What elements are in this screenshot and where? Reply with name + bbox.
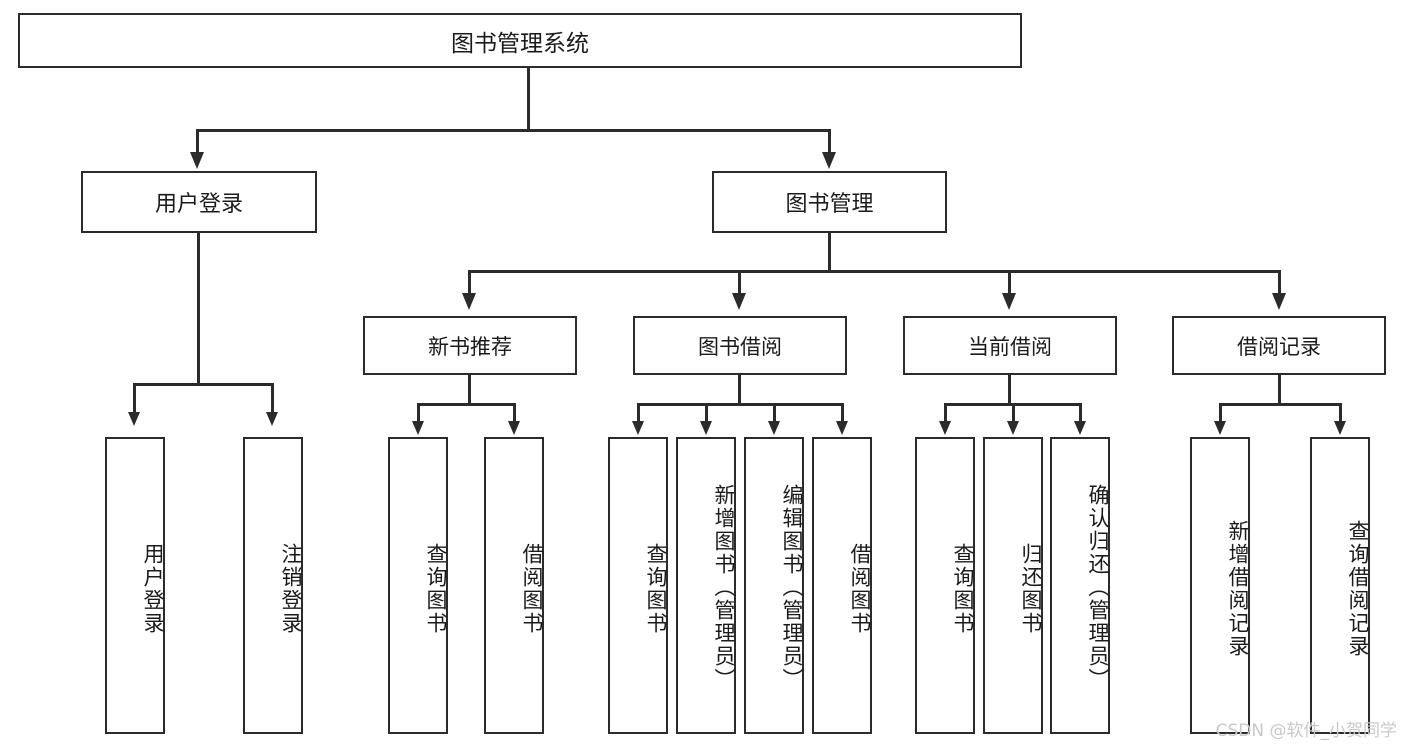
node-leaf-query-book-3[interactable]: 查询图书	[915, 437, 975, 734]
connector-new-book-recommend-trunk	[468, 375, 471, 405]
node-leaf-edit-book-label: 编辑图书（管理员）	[780, 484, 804, 691]
node-leaf-borrow-book-2[interactable]: 借阅图书	[812, 437, 872, 734]
arrowhead-leaf-query-record	[1334, 421, 1346, 435]
connector-root-to-book-manage	[828, 129, 831, 155]
node-user-login[interactable]: 用户登录	[81, 171, 317, 233]
node-leaf-edit-book[interactable]: 编辑图书（管理员）	[744, 437, 804, 734]
node-leaf-borrow-book-1[interactable]: 借阅图书	[484, 437, 544, 734]
node-leaf-add-record[interactable]: 新增借阅记录	[1190, 437, 1250, 734]
arrowhead-leaf-user-login	[128, 412, 140, 426]
node-leaf-return-book[interactable]: 归还图书	[983, 437, 1043, 734]
connector-to-new-book-recommend	[468, 270, 471, 296]
arrowhead-book-borrow	[732, 293, 746, 310]
node-leaf-add-book[interactable]: 新增图书（管理员）	[676, 437, 736, 734]
node-leaf-user-logout[interactable]: 注销登录	[243, 437, 303, 734]
arrowhead-leaf-edit-book	[768, 421, 780, 435]
connector-new-book-recommend-bar	[417, 403, 515, 406]
connector-book-manage-trunk	[828, 233, 831, 272]
connector-root-to-user-login	[196, 129, 199, 155]
arrowhead-leaf-borrow-book-2	[836, 421, 848, 435]
node-book-manage[interactable]: 图书管理	[712, 171, 947, 233]
arrowhead-borrow-record	[1272, 293, 1286, 310]
node-current-borrow-label: 当前借阅	[968, 334, 1052, 359]
node-book-borrow-label: 图书借阅	[698, 334, 782, 359]
arrowhead-leaf-query-book-1	[412, 421, 424, 435]
arrowhead-leaf-add-record	[1214, 421, 1226, 435]
connector-cb-child-3	[1079, 403, 1082, 423]
node-book-manage-label: 图书管理	[785, 192, 874, 217]
connector-bb-child-2	[705, 403, 708, 423]
node-leaf-query-book-2-label: 查询图书	[644, 542, 668, 635]
node-new-book-recommend-label: 新书推荐	[428, 334, 512, 359]
connector-to-borrow-record	[1278, 270, 1281, 296]
node-leaf-query-book-1-label: 查询图书	[424, 542, 448, 635]
connector-book-borrow-trunk	[738, 375, 741, 405]
connector-current-borrow-trunk	[1008, 375, 1011, 405]
node-leaf-query-record-label: 查询借阅记录	[1346, 519, 1370, 658]
connector-bb-child-4	[841, 403, 844, 423]
node-leaf-user-login[interactable]: 用户登录	[105, 437, 165, 734]
node-leaf-confirm-return[interactable]: 确认归还（管理员）	[1050, 437, 1110, 734]
node-leaf-query-book-3-label: 查询图书	[951, 542, 975, 635]
arrowhead-new-book-recommend	[462, 293, 476, 310]
node-leaf-query-book-2[interactable]: 查询图书	[608, 437, 668, 734]
arrowhead-leaf-borrow-book-1	[508, 421, 520, 435]
arrowhead-leaf-query-book-2	[632, 421, 644, 435]
connector-br-child-1	[1219, 403, 1222, 423]
node-leaf-query-record[interactable]: 查询借阅记录	[1310, 437, 1370, 734]
connector-nbr-child-2	[513, 403, 516, 423]
node-leaf-borrow-book-1-label: 借阅图书	[520, 542, 544, 635]
node-leaf-return-book-label: 归还图书	[1019, 542, 1043, 635]
node-leaf-borrow-book-2-label: 借阅图书	[848, 542, 872, 635]
arrowhead-current-borrow	[1002, 293, 1016, 310]
connector-user-login-left	[133, 383, 136, 414]
csdn-watermark: CSDN @软件_小贺同学	[1215, 721, 1397, 741]
node-borrow-record[interactable]: 借阅记录	[1172, 316, 1386, 375]
node-new-book-recommend[interactable]: 新书推荐	[363, 316, 577, 375]
node-user-login-label: 用户登录	[154, 192, 243, 217]
arrowhead-leaf-return-book	[1007, 421, 1019, 435]
connector-to-book-borrow	[738, 270, 741, 296]
connector-to-current-borrow	[1008, 270, 1011, 296]
connector-user-login-trunk	[197, 233, 200, 385]
connector-borrow-record-trunk	[1278, 375, 1281, 405]
connector-cb-child-2	[1012, 403, 1015, 423]
arrowhead-leaf-add-book	[700, 421, 712, 435]
node-leaf-add-book-label: 新增图书（管理员）	[712, 484, 736, 691]
node-borrow-record-label: 借阅记录	[1237, 334, 1321, 359]
connector-root-trunk	[527, 68, 530, 131]
connector-bb-child-3	[773, 403, 776, 423]
arrowhead-leaf-user-logout	[266, 412, 278, 426]
connector-borrow-record-bar	[1219, 403, 1341, 406]
connector-br-child-2	[1339, 403, 1342, 423]
node-leaf-user-logout-label: 注销登录	[279, 542, 303, 635]
connector-nbr-child-1	[417, 403, 420, 423]
node-leaf-confirm-return-label: 确认归还（管理员）	[1086, 484, 1110, 691]
connector-user-login-bar	[133, 383, 273, 386]
connector-level3-bar	[468, 270, 1280, 273]
arrowhead-leaf-confirm-return	[1074, 421, 1086, 435]
node-book-borrow[interactable]: 图书借阅	[633, 316, 847, 375]
connector-user-login-right	[271, 383, 274, 414]
node-root-label: 图书管理系统	[451, 30, 589, 57]
node-current-borrow[interactable]: 当前借阅	[903, 316, 1117, 375]
node-leaf-user-login-label: 用户登录	[141, 542, 165, 635]
node-leaf-query-book-1[interactable]: 查询图书	[388, 437, 448, 734]
node-leaf-add-record-label: 新增借阅记录	[1226, 519, 1250, 658]
arrowhead-user-login	[190, 152, 204, 169]
connector-root-bar	[196, 129, 830, 132]
arrowhead-leaf-query-book-3	[939, 421, 951, 435]
arrowhead-book-manage	[822, 152, 836, 169]
node-root[interactable]: 图书管理系统	[18, 13, 1022, 68]
connector-book-borrow-bar	[637, 403, 842, 406]
connector-cb-child-1	[944, 403, 947, 423]
connector-bb-child-1	[637, 403, 640, 423]
